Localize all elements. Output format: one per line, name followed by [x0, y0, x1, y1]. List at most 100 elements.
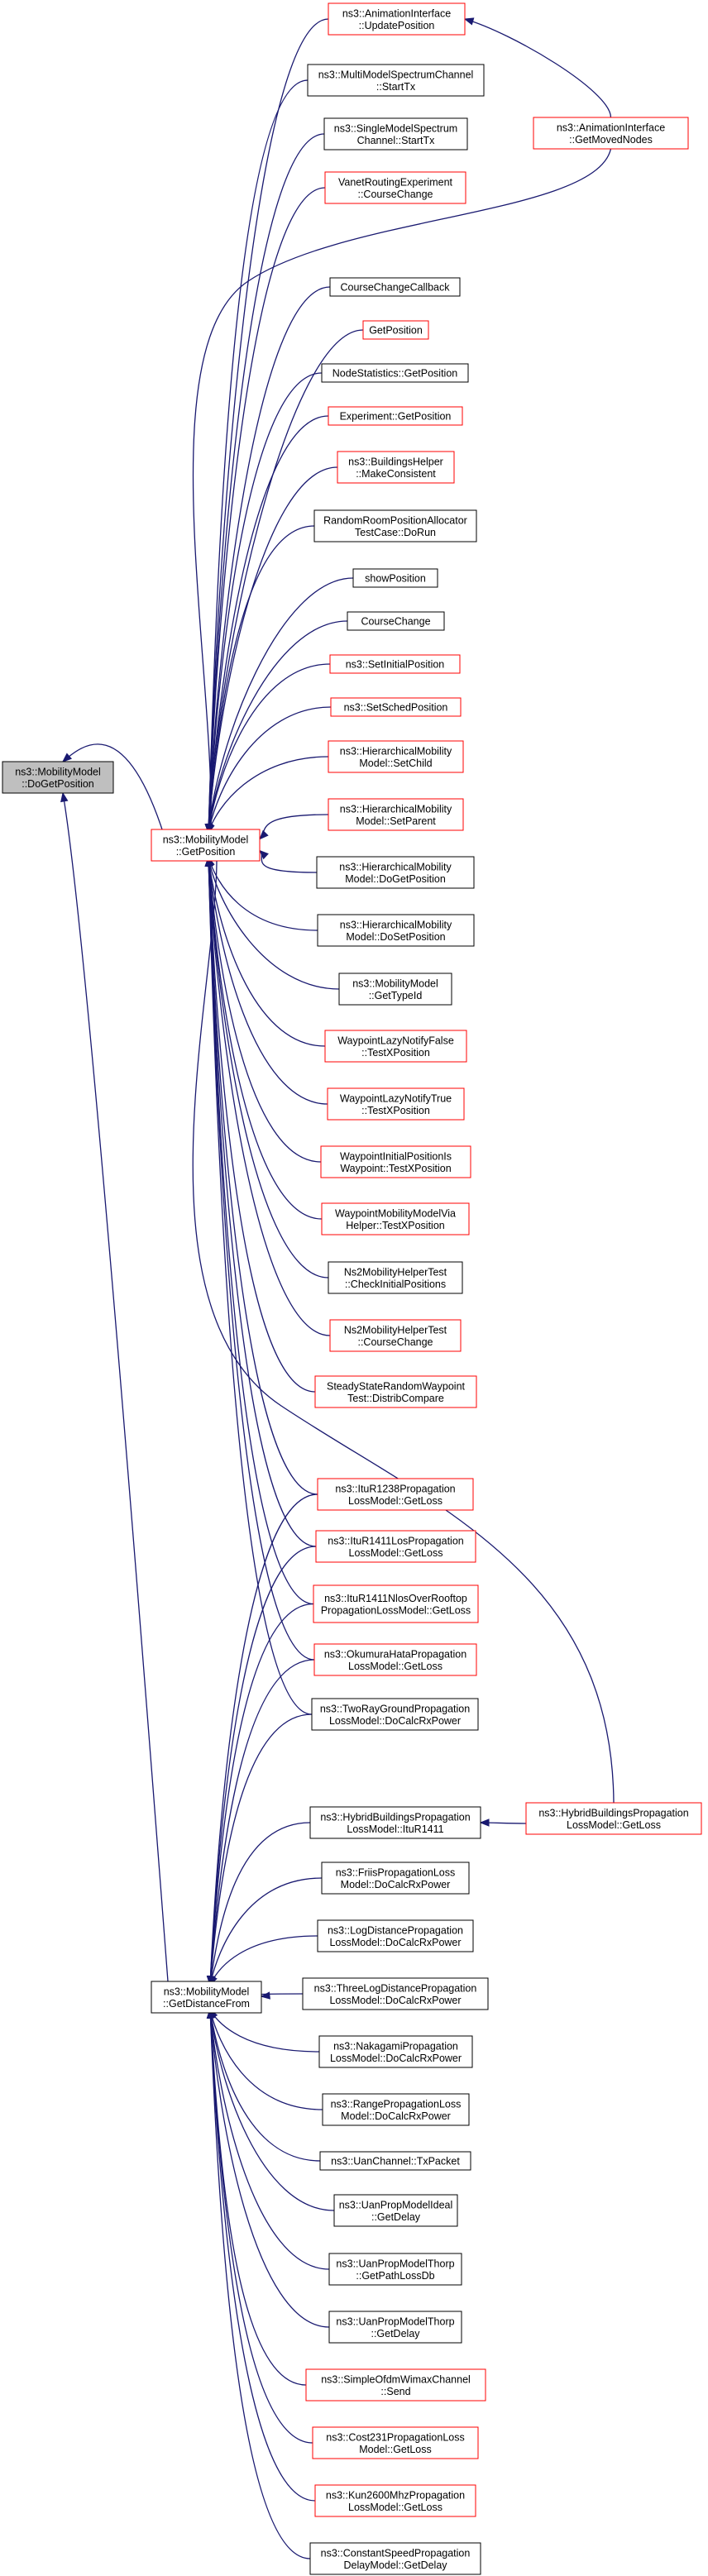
edge-hmdgp-to-gp-arrowhead	[259, 849, 269, 860]
node-uanthorppl[interactable]: ns3::UanPropModelThorp::GetPathLossDb	[328, 2253, 462, 2286]
node-hmdgp[interactable]: ns3::HierarchicalMobilityModel::DoGetPos…	[316, 856, 475, 889]
node-label: LossModel::GetLoss	[348, 1495, 442, 1507]
edge-tworay-to-gdf	[209, 1713, 313, 1986]
node-label: ::MakeConsistent	[356, 468, 436, 480]
node-label: showPosition	[365, 573, 426, 585]
node-label: SteadyStateRandomWaypoint	[327, 1380, 466, 1392]
node-label: WaypointLazyNotifyFalse	[337, 1035, 454, 1046]
node-friis[interactable]: ns3::FriisPropagationLossModel::DoCalcRx…	[321, 1862, 470, 1895]
node-box-itu1411nlos	[313, 1584, 479, 1623]
node-label: Waypoint::TestXPosition	[340, 1163, 451, 1174]
node-box-threelog	[302, 1977, 489, 2010]
node-cost231[interactable]: ns3::Cost231PropagationLossModel::GetLos…	[312, 2426, 479, 2459]
node-wlnf[interactable]: WaypointLazyNotifyFalse::TestXPosition	[324, 1030, 467, 1063]
node-gp[interactable]: ns3::MobilityModel::GetPosition	[151, 829, 261, 862]
node-itu1411los[interactable]: ns3::ItuR1411LosPropagationLossModel::Ge…	[315, 1530, 476, 1563]
node-label: ::GetTypeId	[369, 990, 423, 1001]
node-root[interactable]: ns3::MobilityModel::DoGetPosition	[2, 761, 114, 794]
edge-uanthorppl-to-gdf	[209, 2009, 330, 2270]
edge-csp-to-gdf	[209, 2009, 311, 2559]
node-label: ns3::HierarchicalMobility	[340, 919, 452, 930]
node-box-up	[328, 2, 466, 36]
edge-gp-to-root-arrowhead	[61, 753, 73, 762]
node-label: ns3::HierarchicalMobility	[340, 745, 452, 757]
node-uanideal[interactable]: ns3::UanPropModelIdeal::GetDelay	[333, 2194, 458, 2227]
edge-hbplgl-to-hbplitu-arrowhead	[479, 1818, 490, 1827]
node-label: WaypointInitialPositionIs	[340, 1150, 452, 1162]
node-gdf[interactable]: ns3::MobilityModel::GetDistanceFrom	[151, 1981, 262, 2014]
edge-logd-to-gdf	[209, 1935, 318, 1986]
node-range[interactable]: ns3::RangePropagationLossModel::DoCalcRx…	[322, 2093, 470, 2126]
node-label: CourseChangeCallback	[340, 282, 450, 294]
node-ssrw[interactable]: SteadyStateRandomWaypointTest::DistribCo…	[314, 1375, 477, 1408]
node-gmn[interactable]: ns3::AnimationInterface::GetMovedNodes	[533, 117, 689, 150]
node-bhmc[interactable]: ns3::BuildingsHelper::MakeConsistent	[337, 451, 455, 484]
edge-itu1238-to-gp	[208, 857, 318, 1495]
node-box-uantx	[319, 2151, 471, 2171]
node-box-wlnt	[327, 1087, 465, 1121]
node-label: ::Send	[380, 2386, 410, 2397]
node-label: ns3::ItuR1238Propagation	[335, 1483, 455, 1494]
node-ns2cc[interactable]: Ns2MobilityHelperTest::CourseChange	[329, 1319, 462, 1352]
node-wmmvh[interactable]: WaypointMobilityModelViaHelper::TestXPos…	[321, 1202, 470, 1235]
node-itu1411nlos[interactable]: ns3::ItuR1411NlosOverRooftopPropagationL…	[313, 1584, 479, 1623]
node-wipw[interactable]: WaypointInitialPositionIsWaypoint::TestX…	[320, 1145, 471, 1178]
node-vre[interactable]: VanetRoutingExperiment::CourseChange	[324, 171, 466, 204]
edge-hbplitu-to-gdf	[209, 1822, 311, 1986]
node-label: Experiment::GetPosition	[340, 411, 452, 423]
node-up[interactable]: ns3::AnimationInterface::UpdatePosition	[328, 2, 466, 36]
node-label: ns3::UanPropModelThorp	[336, 2258, 454, 2269]
node-label: ::GetPathLossDb	[356, 2270, 434, 2282]
node-label: ::GetDelay	[371, 2211, 421, 2223]
node-label: ns3::RangePropagationLoss	[331, 2098, 462, 2110]
node-showpos[interactable]: showPosition	[352, 568, 438, 588]
node-label: GetPosition	[369, 325, 423, 337]
node-getpos[interactable]: GetPosition	[362, 320, 429, 340]
node-okumura[interactable]: ns3::OkumuraHataPropagationLossModel::Ge…	[313, 1643, 477, 1676]
node-tworay[interactable]: ns3::TwoRayGroundPropagationLossModel::D…	[311, 1698, 479, 1731]
node-label: ns3::Kun2600MhzPropagation	[326, 2489, 465, 2501]
node-hmsp[interactable]: ns3::HierarchicalMobilityModel::SetParen…	[328, 798, 464, 831]
node-label: LossModel::GetLoss	[567, 1819, 661, 1831]
node-expgp[interactable]: Experiment::GetPosition	[328, 406, 463, 426]
node-label: ns3::SetInitialPosition	[346, 659, 445, 671]
node-rrpa[interactable]: RandomRoomPositionAllocatorTestCase::DoR…	[313, 509, 477, 542]
node-hmdsp[interactable]: ns3::HierarchicalMobilityModel::DoSetPos…	[317, 914, 475, 947]
node-box-uanthorppl	[328, 2253, 462, 2286]
node-hbplitu[interactable]: ns3::HybridBuildingsPropagationLossModel…	[309, 1806, 481, 1839]
edge-nsgp-to-gp	[208, 372, 323, 834]
node-simpleofdm[interactable]: ns3::SimpleOfdmWimaxChannel::Send	[305, 2368, 486, 2402]
node-label: ns3::SimpleOfdmWimaxChannel	[321, 2373, 471, 2385]
node-hbplgl[interactable]: ns3::HybridBuildingsPropagationLossModel…	[525, 1802, 702, 1835]
node-sip[interactable]: ns3::SetInitialPosition	[329, 654, 461, 674]
node-mmgt[interactable]: ns3::MobilityModel::GetTypeId	[338, 973, 452, 1006]
node-ssp[interactable]: ns3::SetSchedPosition	[330, 697, 462, 717]
node-logd[interactable]: ns3::LogDistancePropagationLossModel::Do…	[317, 1919, 474, 1952]
edge-wlnt-to-gp	[208, 857, 328, 1105]
node-label: ns3::LogDistancePropagation	[328, 1924, 463, 1936]
node-label: ns3::UanChannel::TxPacket	[331, 2156, 460, 2167]
node-label: ::StartTx	[376, 81, 416, 93]
node-kun[interactable]: ns3::Kun2600MhzPropagationLossModel::Get…	[314, 2484, 476, 2517]
node-box-hmsp	[328, 798, 464, 831]
node-uantx[interactable]: ns3::UanChannel::TxPacket	[319, 2151, 471, 2171]
node-ccc[interactable]: CourseChangeCallback	[329, 277, 461, 297]
node-nsgp[interactable]: NodeStatistics::GetPosition	[321, 363, 469, 383]
node-threelog[interactable]: ns3::ThreeLogDistancePropagationLossMode…	[302, 1977, 489, 2010]
edge-itu1411los-to-gp	[208, 857, 317, 1547]
node-wlnt[interactable]: WaypointLazyNotifyTrue::TestXPosition	[327, 1087, 465, 1121]
node-label: ns3::FriisPropagationLoss	[336, 1866, 456, 1878]
node-ns2cip[interactable]: Ns2MobilityHelperTest::CheckInitialPosit…	[328, 1261, 463, 1294]
edge-sip-to-gp	[208, 663, 331, 834]
edge-wlnf-to-gp	[208, 857, 326, 1047]
node-itu1238[interactable]: ns3::ItuR1238PropagationLossModel::GetLo…	[317, 1478, 474, 1511]
node-label: ::TestXPosition	[361, 1047, 430, 1059]
node-uanthorpd[interactable]: ns3::UanPropModelThorp::GetDelay	[328, 2311, 462, 2344]
node-csp[interactable]: ns3::ConstantSpeedPropagationDelayModel:…	[309, 2542, 481, 2575]
node-nakagami[interactable]: ns3::NakagamiPropagationLossModel::DoCal…	[318, 2035, 473, 2068]
node-mmsc[interactable]: ns3::MultiModelSpectrumChannel::StartTx	[307, 64, 485, 97]
node-cc[interactable]: CourseChange	[347, 611, 445, 631]
node-box-cc	[347, 611, 445, 631]
